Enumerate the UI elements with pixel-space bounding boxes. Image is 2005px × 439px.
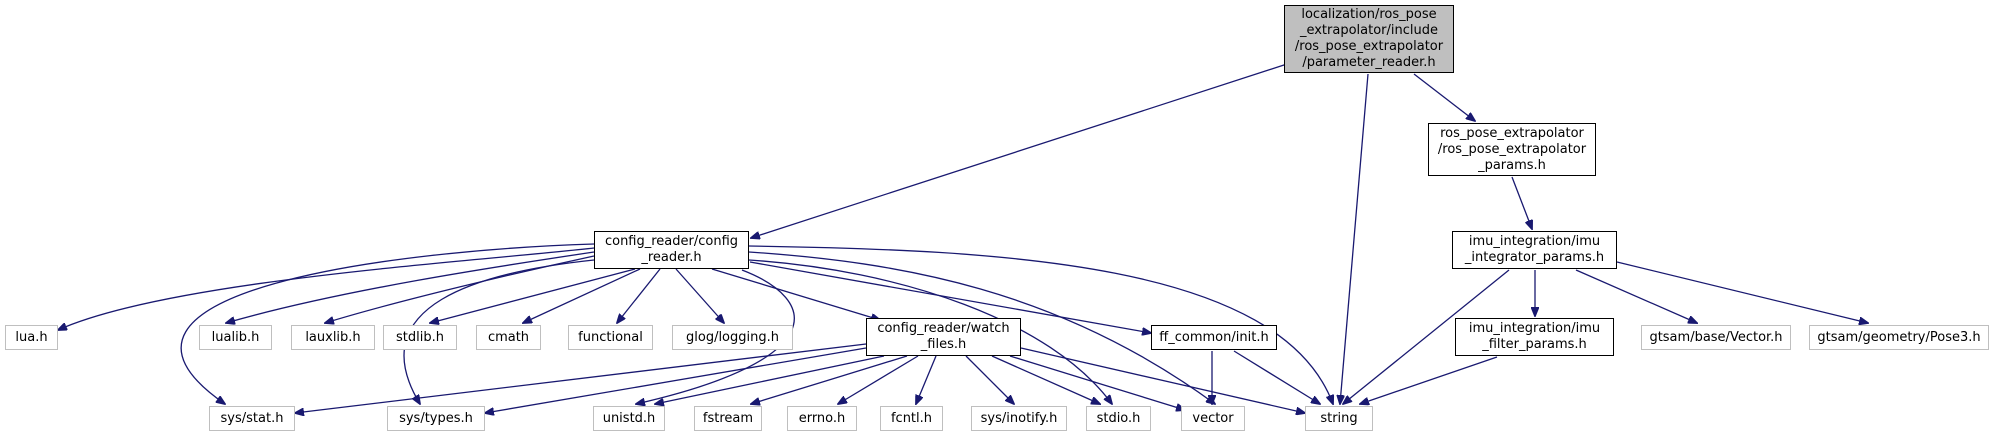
edge-params-imu-integrator: [1511, 176, 1532, 229]
edge-watch-fstream: [751, 355, 908, 404]
edge-config-string: [748, 245, 1333, 404]
node-label: sys/inotify.h: [980, 410, 1058, 426]
edge-config-vector: [748, 251, 1215, 404]
edge-config-stdio: [748, 259, 1112, 404]
node-unistd-h[interactable]: unistd.h: [593, 406, 665, 431]
edge-config-cmath: [523, 268, 641, 323]
node-label: config_reader/watch _files.h: [877, 321, 1010, 352]
node-fstream[interactable]: fstream: [694, 406, 762, 431]
edge-root-string: [1340, 73, 1369, 404]
node-label: stdlib.h: [396, 329, 444, 345]
node-label: stdio.h: [1096, 410, 1141, 426]
edge-ff-init-string: [1233, 350, 1320, 404]
node-label: errno.h: [798, 410, 846, 426]
edge-watch-vector: [1009, 355, 1185, 410]
edge-config-sys-types: [403, 259, 595, 404]
node-label: imu_integration/imu _integrator_params.h: [1464, 234, 1605, 265]
node-imu-filter-params[interactable]: imu_integration/imu _filter_params.h: [1455, 318, 1614, 356]
node-fcntl-h[interactable]: fcntl.h: [880, 406, 943, 431]
node-label: lauxlib.h: [305, 329, 361, 345]
edge-imu-filter-string: [1360, 356, 1498, 404]
node-label: lua.h: [15, 329, 48, 345]
edge-watch-unistd: [655, 355, 885, 404]
node-label: fcntl.h: [890, 410, 933, 426]
node-functional[interactable]: functional: [568, 325, 653, 350]
node-label: ros_pose_extrapolator /ros_pose_extrapol…: [1437, 125, 1587, 173]
node-ros-pose-extrapolator-params[interactable]: ros_pose_extrapolator /ros_pose_extrapol…: [1428, 123, 1596, 176]
node-lauxlib-h[interactable]: lauxlib.h: [291, 325, 375, 350]
node-sys-stat-h[interactable]: sys/stat.h: [209, 406, 295, 431]
node-vector[interactable]: vector: [1181, 406, 1245, 431]
node-label: localization/ros_pose _extrapolator/incl…: [1294, 7, 1444, 70]
node-label: fstream: [702, 410, 754, 426]
node-watch-files[interactable]: config_reader/watch _files.h: [866, 318, 1021, 356]
node-lua-h[interactable]: lua.h: [5, 325, 58, 350]
node-glog-logging-h[interactable]: glog/logging.h: [672, 325, 793, 350]
edge-watch-string: [1020, 347, 1305, 413]
node-label: vector: [1192, 410, 1234, 426]
node-label: sys/types.h: [399, 410, 473, 426]
node-imu-integrator-params[interactable]: imu_integration/imu _integrator_params.h: [1452, 231, 1617, 269]
edge-imu-integrator-pose3: [1616, 261, 1868, 323]
edge-watch-stdio: [991, 355, 1100, 404]
node-stdio-h[interactable]: stdio.h: [1086, 406, 1151, 431]
edge-config-lualib: [226, 251, 595, 323]
node-parameter-reader[interactable]: localization/ros_pose _extrapolator/incl…: [1284, 5, 1454, 73]
node-config-reader[interactable]: config_reader/config _reader.h: [594, 231, 749, 269]
node-label: gtsam/geometry/Pose3.h: [1817, 329, 1981, 345]
node-gtsam-vector-h[interactable]: gtsam/base/Vector.h: [1641, 325, 1791, 350]
edge-watch-errno: [838, 355, 919, 404]
edge-config-ff-init: [749, 261, 1151, 333]
node-label: imu_integration/imu _filter_params.h: [1468, 321, 1601, 352]
node-label: lualib.h: [211, 329, 260, 345]
node-sys-types-h[interactable]: sys/types.h: [387, 406, 485, 431]
edge-root-params: [1413, 73, 1475, 121]
edge-root-config-reader: [751, 63, 1288, 238]
dependency-edges: [58, 63, 1868, 413]
edge-config-functional: [617, 268, 661, 323]
node-errno-h[interactable]: errno.h: [787, 406, 857, 431]
node-label: string: [1320, 410, 1358, 426]
edge-watch-sys-inotify: [965, 355, 1014, 404]
node-gtsam-pose3-h[interactable]: gtsam/geometry/Pose3.h: [1809, 325, 1989, 350]
node-label: config_reader/config _reader.h: [604, 234, 739, 265]
node-sys-inotify-h[interactable]: sys/inotify.h: [971, 406, 1067, 431]
node-label: cmath: [487, 329, 530, 345]
edge-config-stdlib: [430, 268, 636, 323]
node-ff-common-init[interactable]: ff_common/init.h: [1151, 325, 1277, 350]
node-label: functional: [578, 329, 643, 345]
edge-config-lua: [58, 247, 595, 330]
edge-imu-integrator-vector: [1575, 269, 1697, 323]
edge-config-sys-stat: [180, 243, 595, 404]
node-label: unistd.h: [602, 410, 656, 426]
edge-watch-sys-stat: [295, 343, 867, 413]
node-label: glog/logging.h: [686, 329, 779, 345]
node-lualib-h[interactable]: lualib.h: [199, 325, 272, 350]
edge-config-lauxlib: [325, 255, 595, 323]
node-stdlib-h[interactable]: stdlib.h: [383, 325, 457, 350]
node-label: sys/stat.h: [220, 410, 284, 426]
edge-watch-sys-types: [485, 347, 867, 413]
edge-imu-integrator-string: [1343, 269, 1510, 404]
node-label: ff_common/init.h: [1159, 329, 1269, 345]
edge-watch-fcntl: [916, 355, 937, 404]
node-cmath[interactable]: cmath: [476, 325, 541, 350]
node-label: gtsam/base/Vector.h: [1649, 329, 1783, 345]
edge-config-watch-files: [711, 268, 880, 320]
edge-config-glog: [675, 268, 724, 323]
node-string[interactable]: string: [1305, 406, 1373, 431]
